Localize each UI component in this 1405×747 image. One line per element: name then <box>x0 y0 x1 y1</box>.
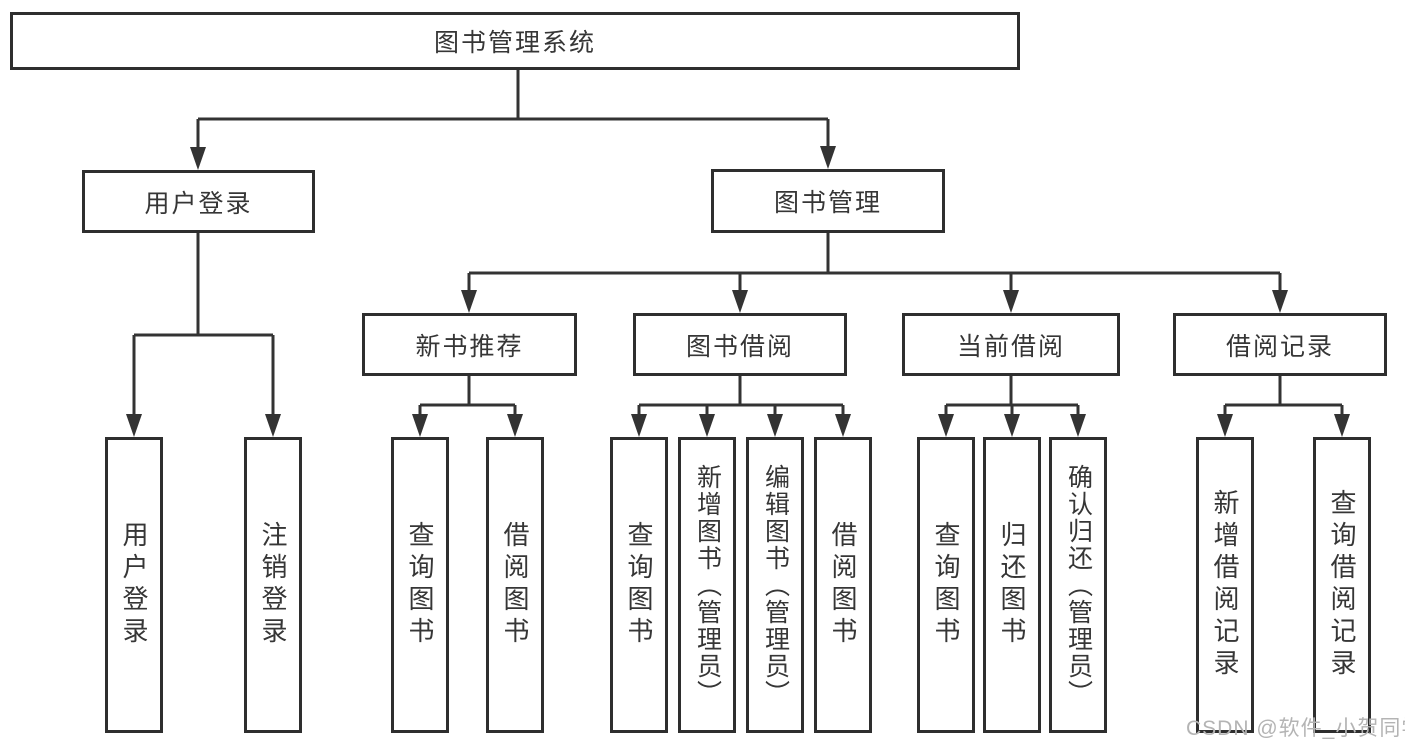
leaf-user-login: 用户登录 <box>105 437 163 733</box>
leaf-edit-books-admin-label: 编辑图书（管理员） <box>761 463 790 707</box>
node-current-borrow: 当前借阅 <box>902 313 1120 376</box>
leaf-query-books-1-label: 查询图书 <box>405 521 435 649</box>
node-new-book-recommend: 新书推荐 <box>362 313 577 376</box>
leaf-query-books-1: 查询图书 <box>391 437 449 733</box>
leaf-add-borrow-record: 新增借阅记录 <box>1196 437 1254 733</box>
node-root-label: 图书管理系统 <box>433 29 596 57</box>
leaf-confirm-return-admin-label: 确认归还（管理员） <box>1064 463 1093 707</box>
leaf-query-books-2-label: 查询图书 <box>624 521 654 649</box>
leaf-query-borrow-record-label: 查询借阅记录 <box>1327 489 1357 681</box>
leaf-logout: 注销登录 <box>244 437 302 733</box>
node-book-management: 图书管理 <box>711 169 945 233</box>
leaf-confirm-return-admin: 确认归还（管理员） <box>1049 437 1107 733</box>
leaf-add-books-admin: 新增图书（管理员） <box>678 437 736 733</box>
node-book-management-label: 图书管理 <box>773 189 882 217</box>
node-book-borrow-label: 图书借阅 <box>685 332 794 361</box>
leaf-borrow-books-1: 借阅图书 <box>486 437 544 733</box>
node-user-login: 用户登录 <box>82 170 315 233</box>
node-book-borrow: 图书借阅 <box>633 313 847 376</box>
leaf-logout-label: 注销登录 <box>258 521 288 649</box>
csdn-watermark: CSDN @软件_小贺同学 <box>1186 717 1405 740</box>
node-borrow-records: 借阅记录 <box>1173 313 1387 376</box>
node-new-book-recommend-label: 新书推荐 <box>415 332 524 361</box>
leaf-edit-books-admin: 编辑图书（管理员） <box>746 437 804 733</box>
leaf-query-borrow-record: 查询借阅记录 <box>1313 437 1371 733</box>
node-current-borrow-label: 当前借阅 <box>956 332 1065 361</box>
leaf-return-books-label: 归还图书 <box>997 521 1027 649</box>
node-user-login-label: 用户登录 <box>144 189 253 218</box>
leaf-add-borrow-record-label: 新增借阅记录 <box>1210 489 1240 681</box>
leaf-query-books-2: 查询图书 <box>610 437 668 733</box>
leaf-borrow-books-2: 借阅图书 <box>814 437 872 733</box>
leaf-borrow-books-1-label: 借阅图书 <box>500 521 530 649</box>
leaf-query-books-3: 查询图书 <box>917 437 975 733</box>
leaf-return-books: 归还图书 <box>983 437 1041 733</box>
leaf-user-login-label: 用户登录 <box>119 521 149 649</box>
node-borrow-records-label: 借阅记录 <box>1225 332 1334 361</box>
leaf-borrow-books-2-label: 借阅图书 <box>828 521 858 649</box>
leaf-query-books-3-label: 查询图书 <box>931 521 961 649</box>
leaf-add-books-admin-label: 新增图书（管理员） <box>693 463 722 707</box>
node-root: 图书管理系统 <box>10 12 1020 70</box>
